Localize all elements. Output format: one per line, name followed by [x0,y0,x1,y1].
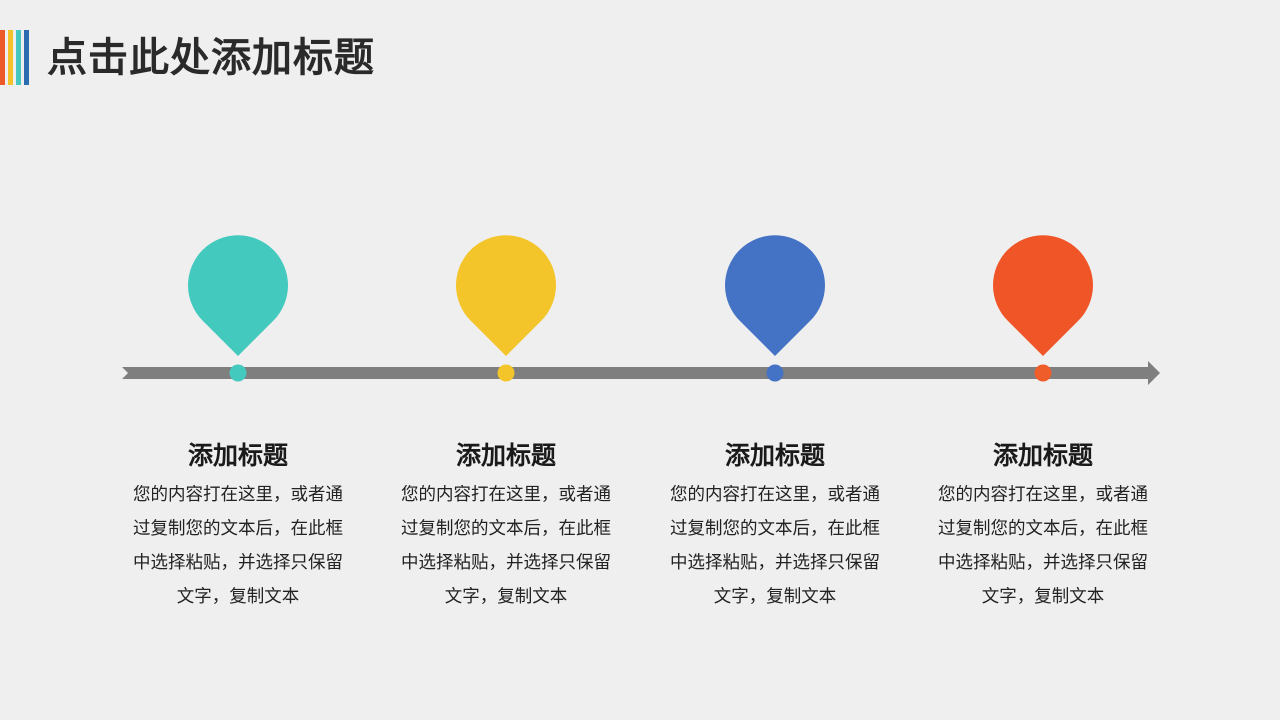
timeline-item-3: 添加标题 您的内容打在这里，或者通 过复制您的文本后，在此框 中选择粘贴，并选择… [655,436,895,614]
timeline-item-4: 添加标题 您的内容打在这里，或者通 过复制您的文本后，在此框 中选择粘贴，并选择… [923,436,1163,614]
text-line: 文字，复制文本 [176,587,300,607]
timeline-dot [497,364,515,382]
timeline-marker-4 [993,235,1093,382]
accent-bar-orange [0,30,5,85]
timeline-marker-2 [455,235,556,382]
text-line: 过复制您的文本后，在此框 [133,519,343,539]
text-line: 您的内容打在这里，或者通 [133,485,343,505]
accent-bar-teal [16,30,21,85]
item-title[interactable]: 添加标题 [187,441,288,470]
text-line: 中选择粘贴，并选择只保留 [401,553,611,573]
text-line: 过复制您的文本后，在此框 [401,519,611,539]
timeline-item-2: 添加标题 您的内容打在这里，或者通 过复制您的文本后，在此框 中选择粘贴，并选择… [386,436,626,614]
text-line: 过复制您的文本后，在此框 [938,519,1148,539]
title-accent-bars [0,30,29,85]
item-description[interactable]: 您的内容打在这里，或者通 过复制您的文本后，在此框 中选择粘贴，并选择只保留 文… [923,478,1163,614]
text-line: 中选择粘贴，并选择只保留 [938,553,1148,573]
text-line: 您的内容打在这里，或者通 [670,485,880,505]
item-description[interactable]: 您的内容打在这里，或者通 过复制您的文本后，在此框 中选择粘贴，并选择只保留 文… [118,478,358,614]
timeline-dot [766,364,784,382]
timeline-marker-3 [725,235,825,382]
timeline-arrow [122,361,1160,385]
slide-title[interactable]: 点击此处添加标题 [47,35,375,81]
timeline-dot [229,364,247,382]
map-pin-icon [455,235,556,356]
accent-bar-blue [24,30,29,85]
text-line: 中选择粘贴，并选择只保留 [670,553,880,573]
timeline-marker-1 [188,235,288,382]
item-description[interactable]: 您的内容打在这里，或者通 过复制您的文本后，在此框 中选择粘贴，并选择只保留 文… [655,478,895,614]
map-pin-icon [725,235,825,356]
map-pin-icon [993,235,1093,356]
text-line: 文字，复制文本 [713,587,837,607]
item-description[interactable]: 您的内容打在这里，或者通 过复制您的文本后，在此框 中选择粘贴，并选择只保留 文… [386,478,626,614]
text-line: 文字，复制文本 [444,587,568,607]
text-line: 过复制您的文本后，在此框 [670,519,880,539]
text-line: 中选择粘贴，并选择只保留 [133,553,343,573]
map-pin-icon [188,235,288,356]
accent-bar-yellow [8,30,13,85]
text-line: 您的内容打在这里，或者通 [938,485,1148,505]
text-line: 您的内容打在这里，或者通 [401,485,611,505]
item-title[interactable]: 添加标题 [455,441,556,470]
item-title[interactable]: 添加标题 [992,441,1093,470]
timeline-item-1: 添加标题 您的内容打在这里，或者通 过复制您的文本后，在此框 中选择粘贴，并选择… [118,436,358,614]
text-line: 文字，复制文本 [981,587,1105,607]
timeline-dot [1034,364,1052,382]
item-title[interactable]: 添加标题 [724,441,825,470]
